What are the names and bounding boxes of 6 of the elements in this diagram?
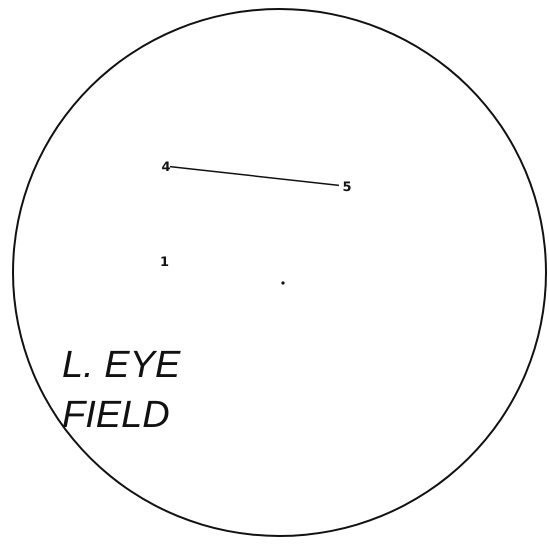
point-number: 5 [341,180,353,196]
point-number: 4 [160,160,172,176]
connecting-line [170,166,340,186]
point-number: 1 [160,255,170,270]
field-title: L. EYE FIELD [62,343,182,438]
visual-field-circle [12,8,547,537]
